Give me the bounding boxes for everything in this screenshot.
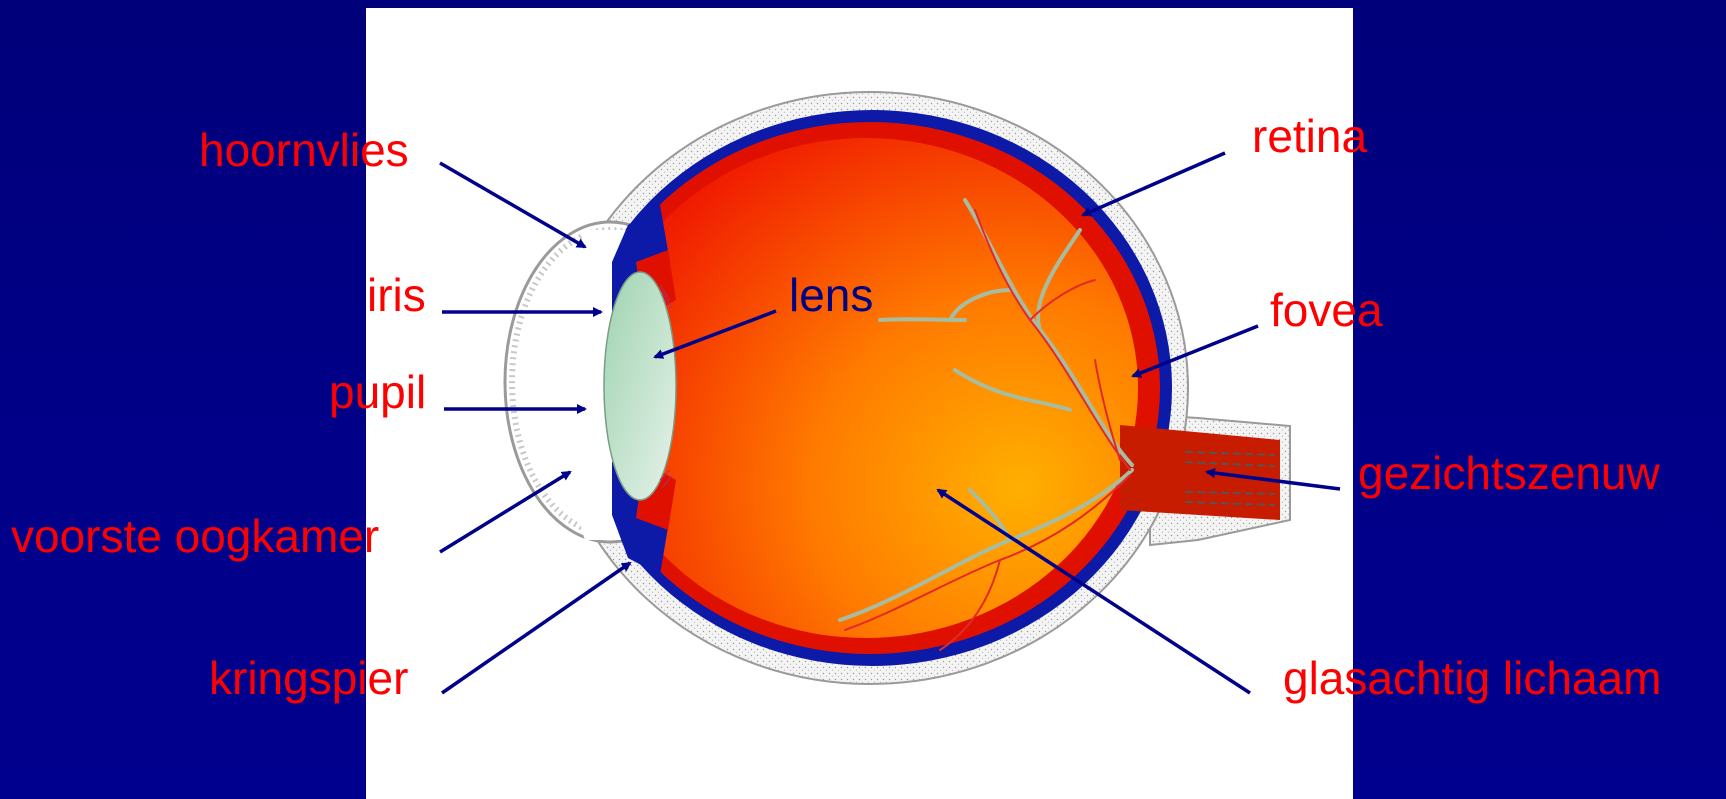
lens-shape — [604, 272, 676, 500]
label-iris: iris — [367, 272, 426, 318]
label-fovea: fovea — [1270, 287, 1383, 333]
label-pupil: pupil — [329, 369, 426, 415]
optic-nerve — [1120, 425, 1280, 520]
label-retina: retina — [1252, 113, 1367, 159]
label-lens: lens — [789, 272, 873, 318]
label-hoornvlies: hoornvlies — [199, 127, 409, 173]
label-kringspier: kringspier — [209, 655, 408, 701]
label-glasachtig-lichaam: glasachtig lichaam — [1283, 655, 1661, 701]
label-gezichtszenuw: gezichtszenuw — [1358, 450, 1660, 496]
label-voorste-oogkamer: voorste oogkamer — [11, 513, 379, 559]
